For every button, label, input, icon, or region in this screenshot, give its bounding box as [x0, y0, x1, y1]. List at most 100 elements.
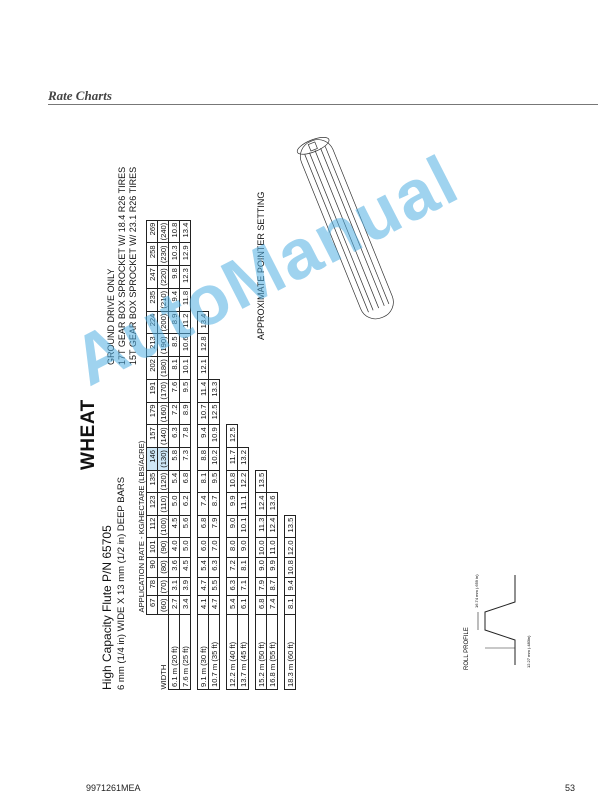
roller-body: [299, 139, 394, 320]
rate-cell: 7.2: [168, 402, 180, 425]
header-rule: [48, 104, 598, 105]
rate-cell: 12.4: [266, 515, 278, 538]
rate-cell: 13.2: [237, 447, 249, 471]
rate-cell: 7.8: [179, 424, 191, 448]
rate-cell: [238, 402, 249, 425]
rate-cell: 5.0: [168, 493, 180, 516]
rate-cell: [227, 357, 238, 380]
part-title: High Capacity Flute P/N 65705: [100, 525, 114, 690]
rate-cell: 7.1: [237, 577, 249, 596]
rate-cell: 10.3: [168, 242, 180, 266]
kg-header-cell: 78: [146, 577, 158, 596]
rate-cell: 9.5: [208, 470, 220, 493]
rate-cell: 3.4: [179, 595, 191, 615]
rate-cell: 12.5: [208, 402, 220, 425]
width-label-cell: 6.1 m (20 ft): [168, 614, 180, 690]
rate-cell: 9.9: [266, 557, 278, 578]
rate-cell: 12.2: [237, 470, 249, 493]
lbs-header-cell: (60): [157, 595, 169, 615]
rate-cell: [285, 470, 296, 493]
kg-header-cell: 123: [146, 493, 158, 516]
footer-page-number: 53: [565, 783, 576, 793]
rate-cell: [285, 448, 296, 471]
roll-profile-label: ROLL PROFILE: [464, 627, 470, 670]
rate-cell: 13.4: [179, 220, 191, 243]
rate-cell: 6.1: [237, 595, 249, 615]
rate-cell: 8.1: [237, 557, 249, 578]
rate-cell: 4.1: [197, 595, 209, 615]
rate-cell: 12.1: [197, 356, 209, 380]
kg-header-cell: 90: [146, 557, 158, 578]
rate-cell: 5.4: [168, 470, 180, 493]
rate-cell: 7.3: [179, 447, 191, 471]
rate-cell: [285, 379, 296, 402]
rate-cell: 7.6: [168, 379, 180, 403]
roll-profile-diagram: ROLL PROFILE 16.74 mm (.659 in) 12.27 mm…: [464, 574, 531, 670]
rate-cell: [256, 379, 267, 402]
rate-cell: 10.8: [284, 557, 296, 578]
rate-cell: 9.4: [197, 424, 209, 448]
lbs-header-cell: (160): [157, 402, 169, 425]
rate-cell: 5.8: [168, 447, 180, 471]
rate-cell: 9.5: [179, 379, 191, 403]
rate-cell: 4.7: [197, 577, 209, 596]
rate-cell: 12.9: [179, 242, 191, 266]
rate-cell: 6.3: [168, 424, 180, 448]
rate-cell: 12.5: [226, 424, 238, 448]
rate-cell: 12.0: [284, 537, 296, 558]
lbs-header-cell: (120): [157, 470, 169, 493]
rate-cell: [256, 448, 267, 471]
rate-cell: 4.5: [179, 557, 191, 578]
rate-cell: 5.4: [226, 595, 238, 615]
rate-cell: [285, 402, 296, 425]
rate-cell: 13.5: [255, 470, 267, 493]
kg-header-cell: 258: [146, 242, 158, 266]
rate-cell: [267, 425, 278, 448]
roller-flute: [320, 148, 385, 306]
roller-flute: [314, 150, 380, 309]
rate-cell: [267, 357, 278, 380]
kg-header-cell: 112: [146, 515, 158, 538]
lbs-header-cell: (140): [157, 424, 169, 448]
rate-cell: 13.3: [208, 379, 220, 403]
rate-cell: 9.0: [237, 537, 249, 558]
rate-cell: [267, 448, 278, 471]
rate-cell: 10.8: [168, 220, 180, 243]
lbs-header-cell: (240): [157, 220, 169, 243]
lbs-header-cell: (80): [157, 557, 169, 578]
width-label-cell: 13.7 m (45 ft): [237, 614, 249, 690]
rate-cell: [209, 357, 220, 380]
kg-header-cell: 101: [146, 537, 158, 558]
rate-cell: 11.1: [237, 493, 249, 516]
rate-cell: [285, 493, 296, 515]
kg-header-cell: 67: [146, 595, 158, 615]
rate-cell: 13.6: [266, 493, 278, 516]
rate-cell: 9.9: [226, 493, 238, 516]
rate-cell: [256, 357, 267, 380]
rate-cell: 11.3: [255, 515, 267, 538]
rate-cell: 6.8: [197, 515, 209, 538]
rate-cell: 6.0: [197, 537, 209, 558]
rate-cell: 3.6: [168, 557, 180, 578]
rate-cell: 4.5: [168, 515, 180, 538]
rate-chart-panel: WHEAT High Capacity Flute P/N 65705 6 mm…: [78, 104, 550, 690]
bar-spec: 6 mm (1/4 in) WIDE X 13 mm (1/2 in) DEEP…: [116, 476, 127, 690]
rate-cell: [227, 334, 238, 357]
rate-cell: [198, 220, 209, 243]
rate-cell: 9.0: [226, 515, 238, 538]
rate-cell: [267, 402, 278, 425]
rate-cell: 6.3: [226, 577, 238, 596]
rate-cell: [227, 402, 238, 425]
rate-cell: 6.2: [179, 493, 191, 516]
rate-cell: [267, 334, 278, 357]
rate-cell: 8.7: [208, 493, 220, 516]
lbs-header-cell: (100): [157, 515, 169, 538]
kg-header-cell: 179: [146, 402, 158, 425]
width-label-cell: 18.3 m (60 ft): [284, 614, 296, 690]
dim-side-label: 12.27 mm (.483in): [526, 635, 531, 668]
width-label-cell: 9.1 m (30 ft): [197, 614, 209, 690]
rate-cell: 5.6: [179, 515, 191, 538]
rate-cell: 5.4: [197, 557, 209, 578]
footer-doc-number: 9971261MEA: [86, 783, 141, 793]
rate-cell: 2.7: [168, 595, 180, 615]
